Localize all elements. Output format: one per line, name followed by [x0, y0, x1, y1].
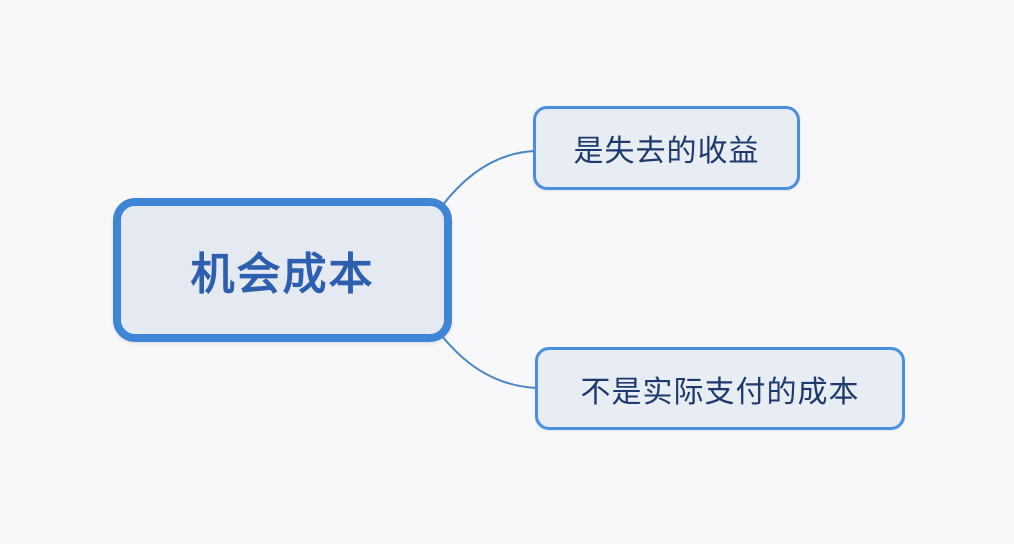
root-node-opportunity-cost[interactable]: 机会成本	[113, 198, 452, 342]
child-node-label: 不是实际支付的成本	[580, 375, 860, 409]
connector-root-to-child-1	[441, 150, 535, 207]
connector-root-to-child-2	[441, 335, 538, 389]
child-node-label: 是失去的收益	[573, 135, 760, 168]
root-node-label: 机会成本	[190, 250, 375, 299]
child-node-lost-benefit[interactable]: 是失去的收益	[533, 106, 800, 190]
child-node-not-actual-payment[interactable]: 不是实际支付的成本	[535, 347, 905, 430]
